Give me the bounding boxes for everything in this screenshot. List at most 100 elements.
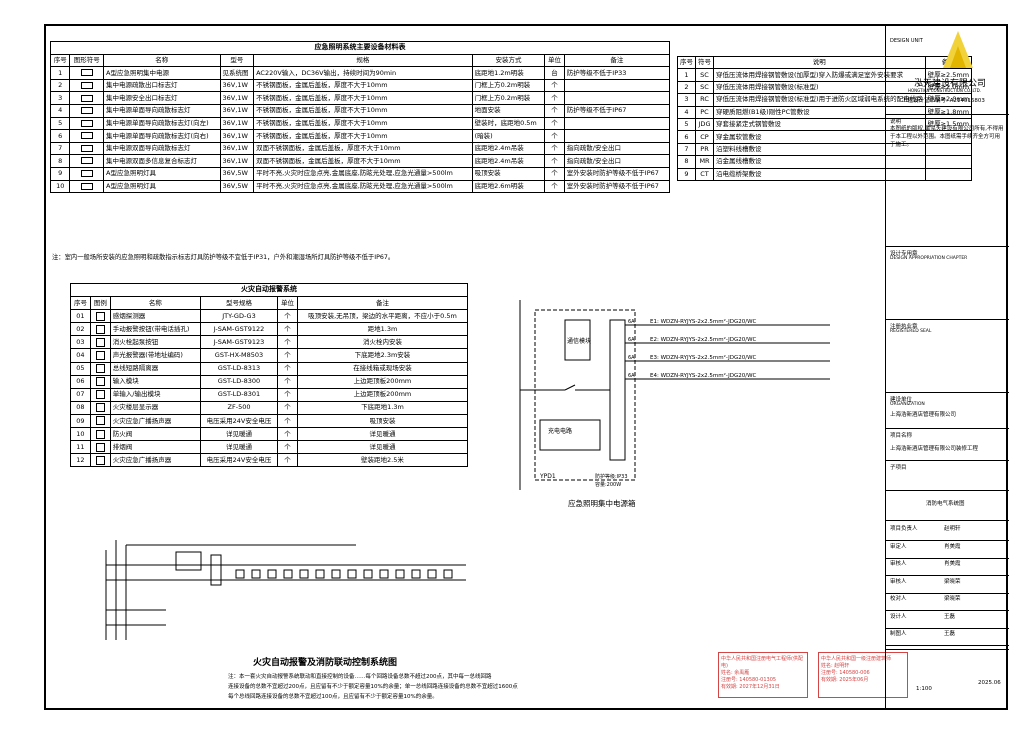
header-cell: 单位 [544, 53, 565, 68]
divider [886, 645, 1009, 646]
table-cell: 个 [544, 179, 565, 194]
table-cell [924, 142, 973, 157]
table-cell: CT [695, 167, 714, 181]
table-cell: 个 [277, 348, 298, 363]
table-cell: 底距地2.6m明装 [471, 179, 546, 194]
table-cell: 个 [544, 78, 565, 93]
table-cell: 上边距顶板200mm [296, 387, 469, 402]
header-cell: 规格 [253, 53, 473, 68]
drawing-frame [44, 24, 1008, 710]
table-cell: 个 [544, 91, 565, 105]
item-name: 上海浩新酒店管理有限公司装修工程 [890, 446, 979, 452]
table-cell: GST-LD-8300 [199, 374, 279, 389]
device-symbol [379, 569, 389, 579]
table-cell: 7 [49, 141, 71, 156]
table-cell: 6 [677, 130, 696, 144]
table-cell [563, 91, 671, 105]
table-cell: 04 [70, 348, 91, 363]
device-symbol-icon [95, 377, 105, 387]
table-cell [924, 167, 973, 181]
table-cell: 4 [677, 105, 696, 119]
table-cell: A型应急照明灯具 [103, 166, 221, 181]
table-cell: 36V,1W [219, 129, 255, 143]
device-symbol [443, 569, 453, 579]
symbol-cell [89, 322, 111, 337]
breaker-label: 6A [628, 373, 635, 379]
header-cell: 备注 [563, 53, 671, 68]
table-cell: 3 [677, 93, 696, 107]
device-symbol [411, 569, 421, 579]
table-cell: 36V,1W [219, 78, 255, 93]
lamp-symbol-icon [80, 157, 93, 165]
table-cell: AC220V输入，DC36V输出，持续时间为90min [253, 66, 473, 80]
table-cell: PC [695, 105, 714, 119]
device-symbol-icon [95, 416, 105, 426]
table-cell: 集中电源疏散出口标志灯 [103, 78, 221, 93]
table-row: 09 火灾应急广播扬声器电压采用24V安全电压个吸顶安装 [70, 413, 469, 429]
table-cell: ZF-500 [199, 400, 279, 415]
device-symbol [331, 569, 341, 579]
table-cell: 个 [277, 427, 298, 442]
table-cell: 个 [277, 413, 298, 429]
panel-code: YPD1 [539, 473, 556, 480]
device-symbol [235, 569, 245, 579]
symbol-cell [69, 179, 105, 194]
header-cell: 图形符号 [69, 53, 105, 68]
table-cell: JDG [695, 117, 714, 132]
engineer-stamp: 中华人民共和国注册电气工程师(供配电) 姓名: 余禹雁 注册号: 140580-… [718, 652, 808, 698]
device-symbol-icon [95, 442, 105, 452]
table-cell: 吸顶安装 [296, 413, 469, 429]
staff-role: 设计人 [890, 613, 907, 620]
table-cell: 电压采用24V安全电压 [199, 413, 279, 429]
table-cell: 10 [49, 179, 71, 194]
table-cell: 地面安装 [471, 103, 546, 118]
table-cell: MR [695, 155, 714, 169]
table-cell: 单输入/输出模块 [109, 387, 201, 402]
table-cell: 6 [49, 129, 71, 143]
table-cell: 沿电缆桥架敷设 [713, 167, 926, 181]
staff-role: 制图人 [890, 631, 907, 637]
symbol-cell [69, 116, 105, 131]
header-cell: 名称 [103, 53, 221, 68]
staff-name: 梁晓荣 [944, 578, 961, 585]
table-cell: 集中电源双面多信息复合标志灯 [103, 154, 221, 168]
table-cell: 个 [544, 141, 565, 156]
table-cell: (暗装) [471, 129, 546, 143]
table-cell: 壁装距地2.5米 [296, 453, 469, 468]
table-cell: J-SAM-GST9122 [199, 322, 279, 337]
table-cell: 双面不锈钢面板，金属后盖板，厚度不大于10mm [253, 141, 473, 156]
org-label-en: ORGANIZATION [890, 402, 925, 407]
table-cell: 个 [544, 154, 565, 168]
stamp-date: 有效期: 2027年12月31日 [721, 684, 780, 690]
table-cell: 05 [70, 361, 91, 376]
symbol-cell [89, 400, 111, 415]
company-logo-icon [943, 31, 973, 68]
fire-table-title: 火灾自动报警系统 [70, 282, 468, 298]
circuit-label: E2: WDZN-RYJYS-2x2.5mm²-JDG20/WC [650, 336, 757, 343]
circuit-label: E4: WDZN-RYJYS-2x2.5mm²-JDG20/WC [650, 372, 757, 379]
table-cell: 09 [70, 413, 91, 429]
table-cell: 不锈钢面板，金属后盖板，厚度不大于10mm [253, 78, 473, 93]
header-cell: 备注 [296, 296, 469, 311]
circuit-label: E3: WDZN-RYJYS-2x2.5mm²-JDG20/WC [650, 354, 757, 361]
symbol-cell [69, 66, 105, 80]
table-cell: 输入模块 [109, 374, 201, 389]
table-cell: 个 [544, 129, 565, 143]
symbol-cell [89, 413, 111, 429]
device-symbol [251, 569, 261, 579]
schematic-devices [235, 569, 453, 579]
table-cell: 火灾应急广播扬声器 [109, 413, 201, 429]
table-cell: JTY-GD-G3 [199, 309, 279, 324]
table-cell: 下底距地1.3m [296, 400, 469, 415]
device-symbol-icon [95, 337, 105, 347]
staff-role: 项目负责人 [890, 526, 918, 532]
